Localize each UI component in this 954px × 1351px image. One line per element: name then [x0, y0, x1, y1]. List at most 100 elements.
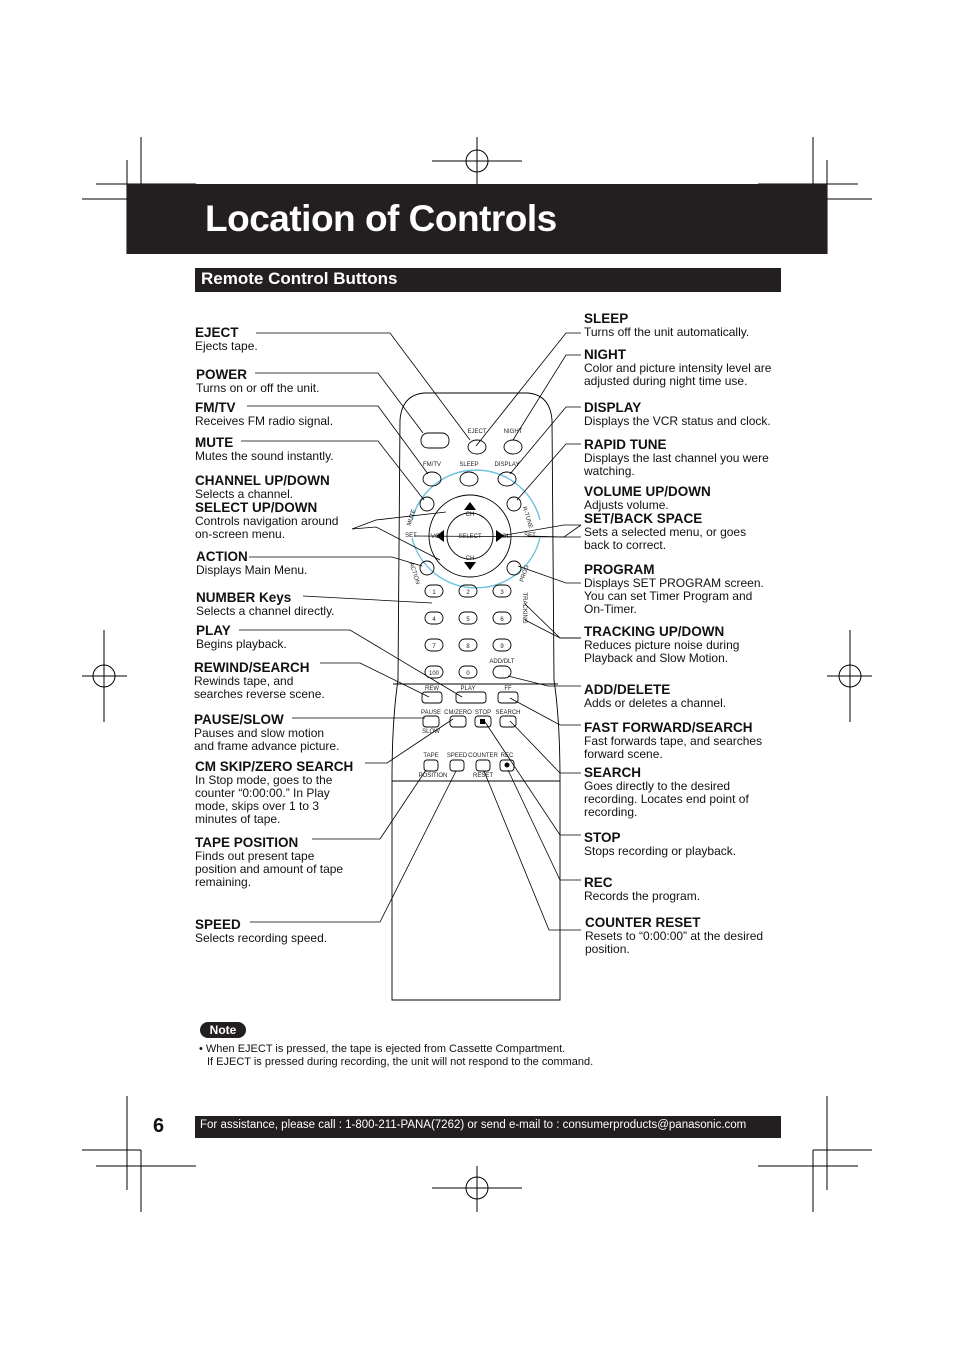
num-3-label: 3: [500, 590, 504, 596]
section-header-bar: [195, 268, 781, 292]
control-description: Ejects tape.: [195, 339, 258, 353]
tape-btn-label: TAPE: [423, 753, 438, 759]
title-bar: [127, 184, 827, 254]
control-description: Stops recording or playback.: [584, 844, 737, 858]
control-name: PLAY: [196, 623, 231, 638]
note-text: • When EJECT is pressed, the tape is eje…: [199, 1043, 593, 1069]
control-description: Selects recording speed.: [195, 931, 328, 945]
control-description: Goes directly to the desired recording. …: [584, 779, 749, 819]
footer-bar: [195, 1116, 781, 1138]
control-name: DISPLAY: [584, 400, 642, 415]
control-name: CM SKIP/ZERO SEARCH: [195, 759, 354, 774]
reset-btn-label: RESET: [473, 773, 493, 779]
num-8-label: 8: [466, 644, 470, 650]
footer-assistance-text: For assistance, please call : 1-800-211-…: [200, 1119, 747, 1131]
rtune-arc-label: R-TUNE: [521, 506, 534, 529]
speed-btn-label: SPEED: [447, 753, 468, 759]
control-description: Mutes the sound instantly.: [195, 449, 334, 463]
control-name: COUNTER RESET: [585, 915, 701, 930]
control-name: REC: [584, 875, 613, 890]
mute-arc-label: MUTE: [407, 509, 418, 527]
control-description: Turns on or off the unit.: [196, 381, 320, 395]
search-btn-label: SEARCH: [495, 710, 520, 716]
control-description: In Stop mode, goes to the counter “0:00:…: [195, 773, 333, 826]
control-name: SPEED: [195, 917, 241, 932]
control-description: Displays the VCR status and clock.: [584, 414, 771, 428]
remote-body-outline: [391, 392, 561, 1001]
cmzero-btn-label: CM/ZERO: [444, 710, 472, 716]
control-description: Fast forwards tape, and searches forward…: [584, 734, 763, 761]
counter-btn-label: COUNTER: [468, 753, 498, 759]
control-name: CHANNEL UP/DOWN: [195, 473, 330, 488]
num-1-label: 1: [432, 590, 436, 596]
control-name: ACTION: [196, 549, 248, 564]
control-description: Adjusts volume.: [584, 498, 669, 512]
night-btn-label: NIGHT: [504, 429, 523, 435]
slow-btn-label: SLOW: [422, 729, 440, 735]
control-name: SELECT UP/DOWN: [195, 500, 318, 515]
power-btn-label: POWER: [424, 427, 447, 433]
stop-btn-label: STOP: [475, 710, 491, 716]
control-description: Color and picture intensity level are ad…: [584, 361, 772, 388]
control-name: PAUSE/SLOW: [194, 712, 284, 727]
select-btn-label: SELECT: [458, 534, 482, 540]
control-description: Displays SET PROGRAM screen. You can set…: [584, 576, 764, 616]
control-description: Begins playback.: [196, 637, 287, 651]
num-9-label: 9: [500, 644, 504, 650]
vol-down-label: VOL: [431, 534, 444, 540]
control-description: Displays the last channel you were watch…: [584, 451, 769, 478]
ch-up-label: CH: [466, 512, 475, 518]
control-name: TRACKING UP/DOWN: [584, 624, 725, 639]
adddlt-btn-label: ADD/DLT: [489, 659, 515, 665]
control-name: POWER: [196, 367, 248, 382]
position-btn-label: POSITION: [419, 773, 448, 779]
control-description: Controls navigation around on-screen men…: [195, 514, 339, 541]
control-description: Pauses and slow motion and frame advance…: [194, 726, 340, 753]
ch-down-label: CH: [466, 556, 475, 562]
control-description: Displays Main Menu.: [196, 563, 308, 577]
control-name: REWIND/SEARCH: [194, 660, 310, 675]
control-description: Turns off the unit automatically.: [584, 325, 750, 339]
control-name: FM/TV: [195, 400, 236, 415]
num-4-label: 4: [432, 617, 436, 623]
num-2-label: 2: [466, 590, 470, 596]
note-line-1: • When EJECT is pressed, the tape is eje…: [199, 1043, 566, 1055]
control-name: NIGHT: [584, 347, 626, 362]
control-description: Selects a channel.: [195, 487, 294, 501]
control-description: Receives FM radio signal.: [195, 414, 334, 428]
num-100-label: 100: [429, 671, 440, 677]
num-6-label: 6: [500, 617, 504, 623]
control-description: Selects a channel directly.: [196, 604, 335, 618]
ff-btn-label: FF: [504, 686, 512, 692]
num-0-label: 0: [466, 671, 470, 677]
control-description: Rewinds tape, and searches reverse scene…: [194, 674, 325, 701]
control-name: NUMBER Keys: [196, 590, 292, 605]
control-name: VOLUME UP/DOWN: [584, 484, 711, 499]
num-5-label: 5: [466, 617, 470, 623]
control-description: Sets a selected menu, or goes back to co…: [584, 525, 747, 552]
control-name: FAST FORWARD/SEARCH: [584, 720, 753, 735]
eject-btn-label: EJECT: [467, 429, 486, 435]
note-badge: Note: [200, 1022, 246, 1038]
play-btn-label: PLAY: [461, 686, 476, 692]
